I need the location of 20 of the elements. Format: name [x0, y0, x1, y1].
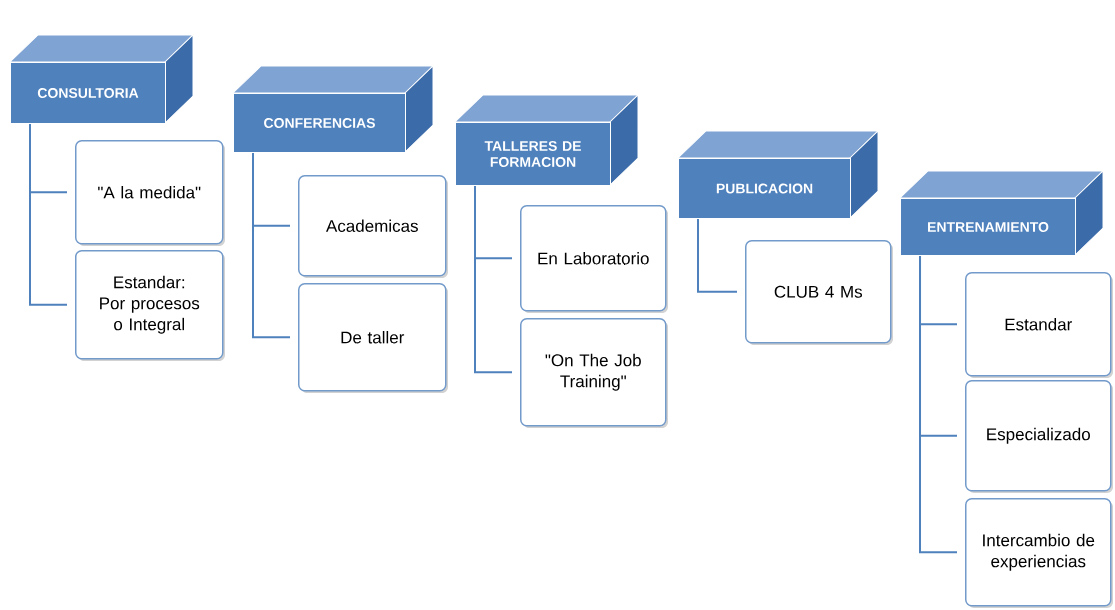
bracket-line: [474, 185, 513, 374]
item-box: Especializado: [965, 380, 1113, 493]
item-box: "On The Job Training": [520, 318, 668, 428]
item-box: Intercambio de experiencias: [965, 498, 1113, 608]
header-block: TALLERES DE FORMACION: [454, 94, 639, 186]
header-block: CONSULTORIA: [9, 34, 194, 124]
header-block: PUBLICACION: [677, 130, 879, 219]
item-box: CLUB 4 Ms: [745, 240, 893, 345]
item-box: En Laboratorio: [520, 205, 668, 313]
bracket-line: [252, 152, 291, 339]
bracket-line: [697, 218, 738, 293]
item-box: "A la medida": [75, 140, 225, 246]
item-box: Estandar: [965, 272, 1113, 378]
bracket-line: [29, 123, 68, 306]
bracket-line: [919, 255, 958, 554]
header-block: ENTRENAMIENTO: [899, 170, 1104, 256]
item-box: Academicas: [298, 175, 448, 278]
header-block: CONFERENCIAS: [232, 65, 434, 153]
item-box: Estandar: Por procesos o Integral: [75, 250, 225, 361]
item-box: De taller: [298, 283, 448, 393]
